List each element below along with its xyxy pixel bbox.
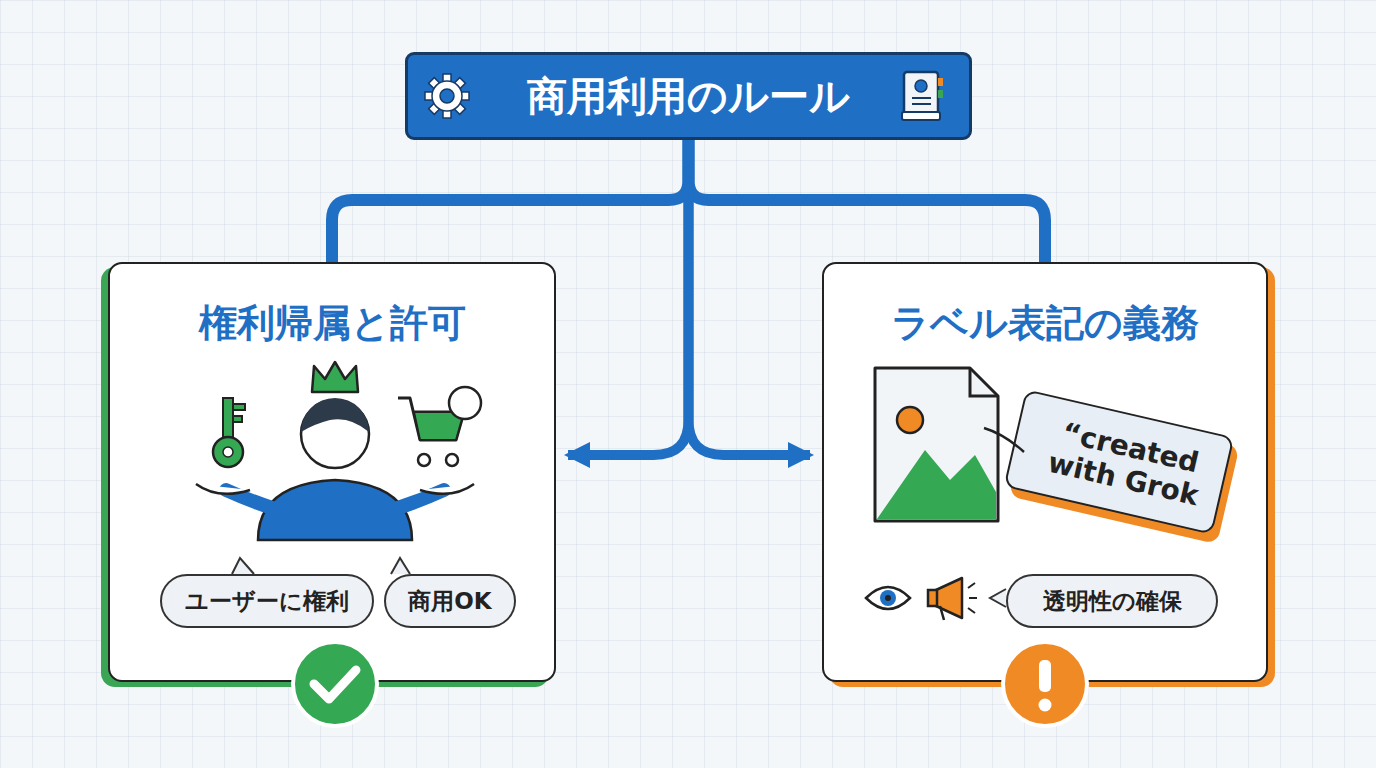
check-badge (293, 642, 377, 726)
branch-line (689, 140, 1046, 262)
card-heading: ラベル表記の義務 (824, 298, 1266, 349)
title-box: 商用利用のルール (405, 52, 972, 140)
warning-badge (1003, 642, 1087, 726)
label-tag: “created with Grok (1003, 389, 1234, 535)
eye-icon (866, 587, 910, 609)
speech-tail (990, 589, 1006, 607)
branch-arrow (689, 140, 811, 455)
branch-line (332, 140, 689, 262)
speech-pill: 商用OK (384, 574, 516, 628)
node-text: 透明性の確保 (1043, 586, 1182, 617)
person-figure (196, 398, 474, 540)
node-text: ユーザーに権利 (185, 586, 349, 617)
rule-card: 権利帰属と許可ユーザーに権利 商用OK (108, 262, 556, 682)
book-icon (902, 72, 943, 120)
image-file-icon (875, 368, 998, 521)
gear-icon (425, 74, 469, 118)
rule-card: ラベル表記の義務 “created with Grok 透明性の確保 (822, 262, 1268, 682)
speech-pill: 透明性の確保 (1006, 574, 1218, 628)
crown-icon (312, 362, 358, 392)
key-icon (213, 398, 245, 467)
tag-string (984, 428, 1024, 452)
node-text: “created with Grok (1035, 413, 1219, 515)
card-heading: 権利帰属と許可 (110, 298, 554, 349)
node-text: 商用利用のルール (527, 69, 850, 124)
cart-icon (398, 387, 481, 466)
megaphone-icon (928, 578, 977, 620)
speech-tail (232, 558, 410, 574)
branch-arrow (568, 140, 689, 455)
node-text: 商用OK (408, 586, 491, 617)
coin-symbol: $ (459, 393, 471, 413)
speech-pill: ユーザーに権利 (160, 574, 374, 628)
